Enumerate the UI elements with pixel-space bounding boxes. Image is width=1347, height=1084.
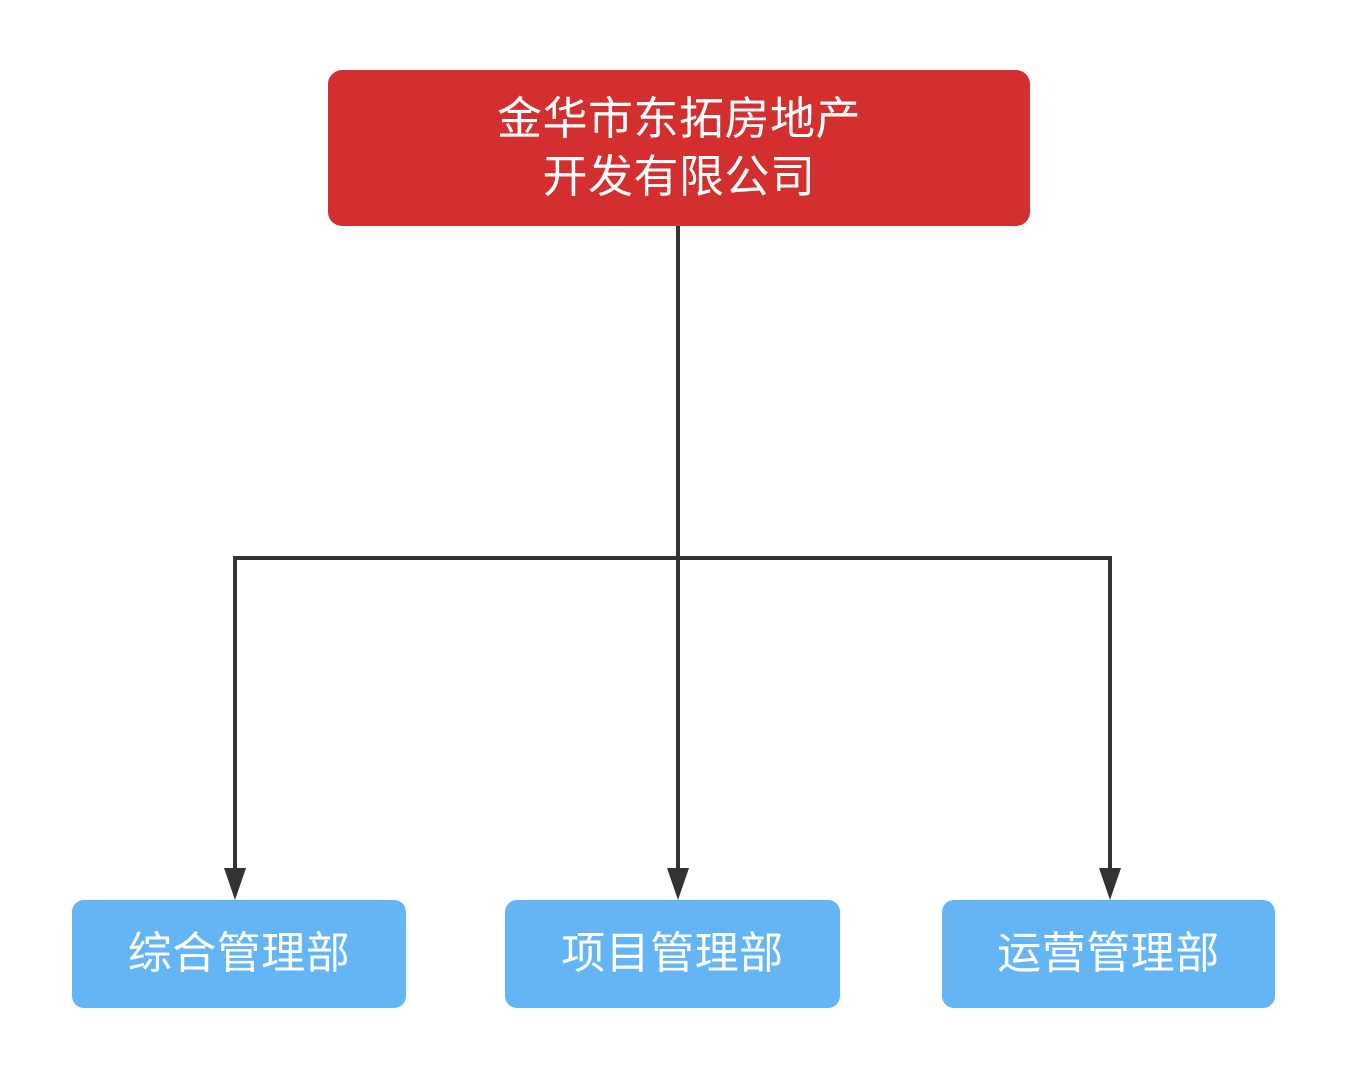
arrow-head-2 — [1099, 868, 1121, 900]
org-node-child-2[interactable]: 运营管理部 — [942, 900, 1275, 1008]
arrow-head-1 — [667, 868, 689, 900]
org-node-root-label: 金华市东拓房地产 开发有限公司 — [496, 92, 861, 203]
org-node-child-1[interactable]: 项目管理部 — [505, 900, 840, 1008]
org-node-child-0-label: 综合管理部 — [127, 928, 351, 978]
org-node-child-0[interactable]: 综合管理部 — [72, 900, 406, 1008]
arrow-head-0 — [224, 868, 246, 900]
org-node-child-2-label: 运营管理部 — [997, 928, 1220, 978]
org-node-child-1-label: 项目管理部 — [561, 928, 784, 978]
org-node-root[interactable]: 金华市东拓房地产 开发有限公司 — [328, 70, 1030, 226]
